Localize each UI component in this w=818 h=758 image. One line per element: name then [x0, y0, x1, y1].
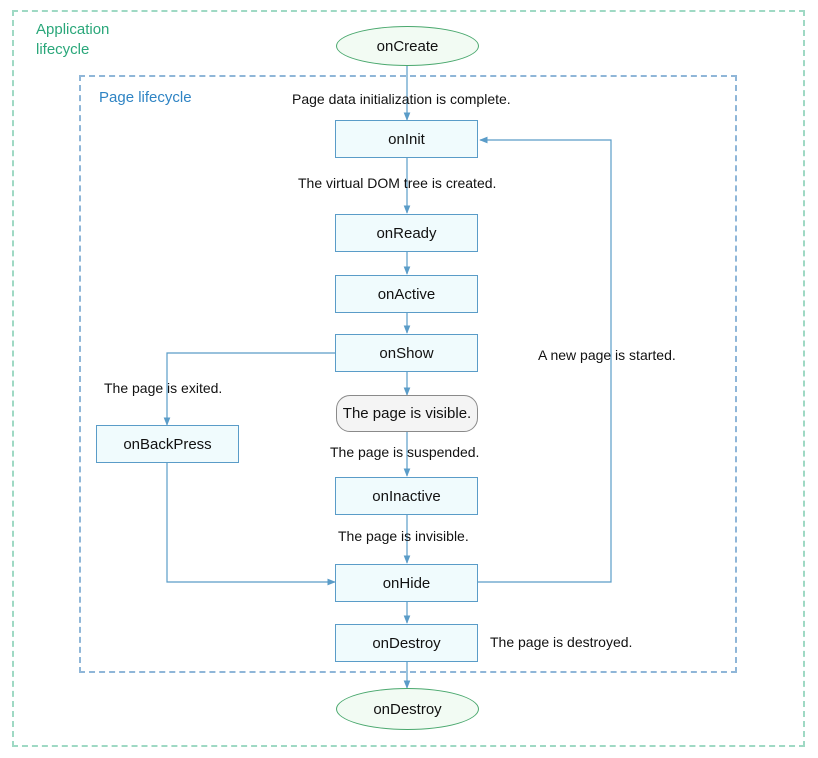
on-show-node: onShow: [335, 334, 478, 372]
page-lifecycle-label: Page lifecycle: [99, 89, 192, 106]
page-visible-node: The page is visible.: [336, 395, 478, 432]
on-init-node: onInit: [335, 120, 478, 158]
on-ready-node: onReady: [335, 214, 478, 252]
page-on-destroy-node: onDestroy: [335, 624, 478, 662]
arrow-backpress-to-hide: [166, 463, 336, 586]
arrow-hide-to-init: [478, 136, 612, 583]
label-new-page: A new page is started.: [538, 347, 676, 363]
on-inactive-node: onInactive: [335, 477, 478, 515]
on-active-node: onActive: [335, 275, 478, 313]
application-lifecycle-frame: [12, 10, 805, 747]
app-on-destroy-node: onDestroy: [336, 688, 479, 730]
application-lifecycle-label: Application lifecycle: [36, 20, 146, 60]
arrow-show-to-backpress: [163, 352, 336, 426]
label-page-destroyed: The page is destroyed.: [490, 634, 633, 650]
label-page-invisible: The page is invisible.: [338, 528, 469, 544]
label-page-exited: The page is exited.: [104, 380, 223, 396]
application-label-line-2: lifecycle: [36, 41, 90, 58]
on-back-press-node: onBackPress: [96, 425, 239, 463]
application-label-line-1: Application: [36, 21, 110, 38]
label-dom-created: The virtual DOM tree is created.: [298, 175, 497, 191]
label-page-suspended: The page is suspended.: [330, 444, 480, 460]
label-data-init: Page data initialization is complete.: [292, 91, 511, 107]
app-on-create-node: onCreate: [336, 26, 479, 66]
page-lifecycle-frame: [79, 75, 737, 673]
on-hide-node: onHide: [335, 564, 478, 602]
